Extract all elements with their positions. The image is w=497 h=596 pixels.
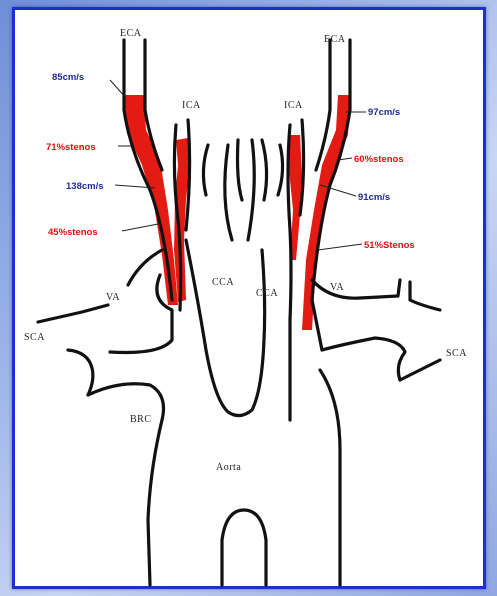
annotation-left-stenosis-2: 45%stenos (48, 227, 98, 238)
annotation-right-velocity-top: 97cm/s (368, 107, 400, 118)
label-cca-right: CCA (256, 288, 278, 299)
label-va-right: VA (330, 282, 344, 293)
vessel-outlines (38, 40, 440, 585)
annotation-left-velocity-2: 138cm/s (66, 181, 104, 192)
annotation-left-stenosis-1: 71%stenos (46, 142, 96, 153)
label-cca-left: CCA (212, 277, 234, 288)
label-ica-left: ICA (182, 100, 201, 111)
label-ica-right: ICA (284, 100, 303, 111)
annotation-left-velocity-top: 85cm/s (52, 72, 84, 83)
annotation-right-velocity-2: 91cm/s (358, 192, 390, 203)
measurement-annotations: 85cm/s 71%stenos 138cm/s 45%stenos 97cm/… (46, 72, 415, 251)
label-eca-right-top: ECA (324, 34, 346, 45)
label-aorta: Aorta (216, 462, 241, 473)
label-sca-left: SCA (24, 332, 45, 343)
annotation-right-stenosis-1: 60%stenos (354, 154, 404, 165)
annotation-right-stenosis-2: 51%Stenos (364, 240, 415, 251)
label-eca-left-top: ECA (120, 28, 142, 39)
label-va-left: VA (106, 292, 120, 303)
label-brc: BRC (130, 414, 152, 425)
label-sca-right: SCA (446, 348, 467, 359)
